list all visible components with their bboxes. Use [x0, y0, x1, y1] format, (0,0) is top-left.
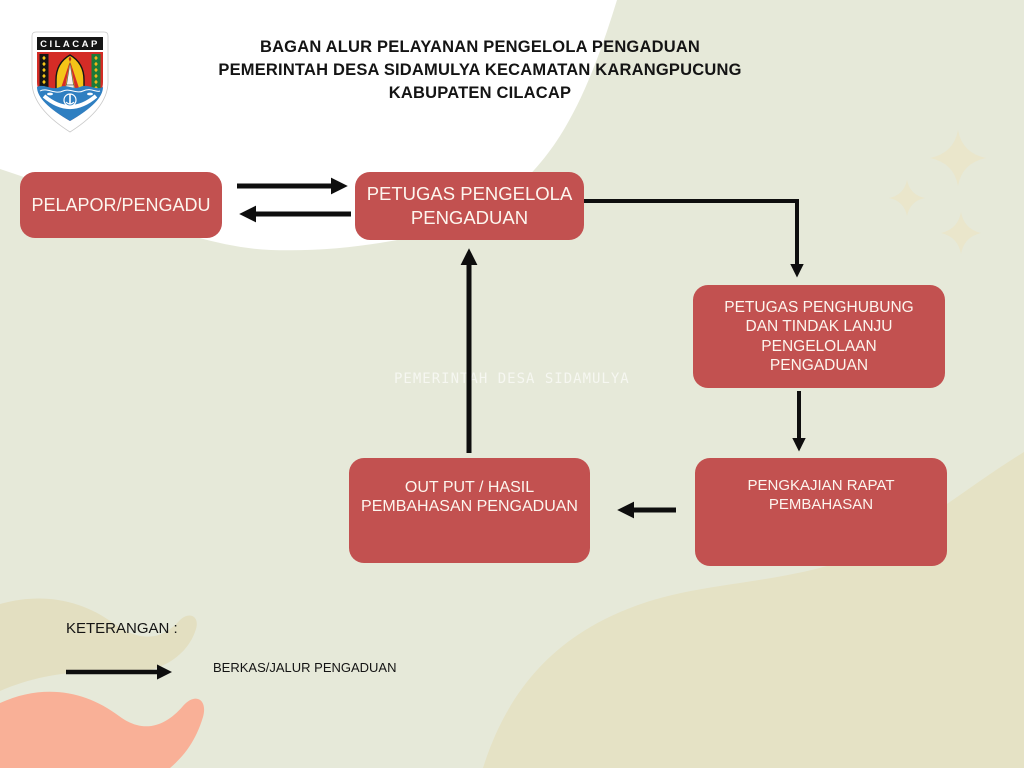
edge-pengelola-to-penghubung-arrow [584, 199, 804, 278]
flow-node-output: OUT PUT / HASIL PEMBAHASAN PENGADUAN [349, 458, 590, 563]
seal-banner-text: CILACAP [40, 39, 100, 50]
flow-node-pengkajian: PENGKAJIAN RAPAT PEMBAHASAN [695, 458, 947, 566]
seal-wave-line [39, 89, 101, 93]
flow-node-label: PETUGAS PENGHUBUNG [724, 298, 914, 316]
page-title: BAGAN ALUR PELAYANAN PENGELOLA PENGADUAN… [150, 36, 810, 105]
title-line-2: PEMERINTAH DESA SIDAMULYA KECAMATAN KARA… [218, 61, 742, 79]
title-line-3: KABUPATEN CILACAP [388, 84, 572, 102]
background-cream-blob [483, 452, 1024, 768]
cilacap-seal-logo: CILACAP [31, 31, 109, 133]
background-peach-ribbon [0, 691, 205, 768]
flow-node-petugas-penghubung: PETUGAS PENGHUBUNG DAN TINDAK LANJU PENG… [693, 285, 945, 388]
sparkle-icon [930, 130, 986, 186]
seal-arc-banner [42, 94, 98, 109]
seal-ornament-curl [65, 101, 75, 105]
seal-ornament-bar [69, 94, 71, 104]
sparkle-icon [889, 180, 925, 216]
background-squiggle [0, 598, 197, 691]
flow-node-label: PEMBAHASAN [768, 496, 874, 513]
seal-banner [37, 37, 103, 50]
seal-fish-left [47, 92, 53, 96]
flow-node-label: PEMBAHASAN PENGADUAN [361, 498, 578, 515]
seal-star-top [68, 56, 72, 62]
flow-node-label: DAN TINDAK LANJU [745, 318, 893, 335]
flow-node-petugas-pengelola: PETUGAS PENGELOLA PENGADUAN [355, 172, 584, 240]
flow-node-pelapor: PELAPOR/PENGADU [20, 172, 222, 238]
flow-node-label: PENGADUAN [410, 207, 529, 228]
seal-ray-right [70, 61, 79, 88]
seal-fish-right [87, 92, 93, 96]
seal-left-stripe [39, 54, 49, 92]
flow-node-label: PENGKAJIAN RAPAT [747, 477, 895, 494]
flow-node-label: PETUGAS PENGELOLA [366, 183, 573, 204]
sparkle-icon [941, 212, 981, 254]
title-line-1: BAGAN ALUR PELAYANAN PENGELOLA PENGADUAN [259, 38, 701, 56]
legend-heading: KETERANGAN : [66, 620, 178, 637]
flow-node-label: PELAPOR/PENGADU [31, 195, 211, 215]
flow-node-label: PENGADUAN [769, 357, 869, 374]
seal-wheat [94, 55, 98, 91]
legend-item-label: BERKAS/JALUR PENGADUAN [213, 660, 397, 675]
flow-node-label: OUT PUT / HASIL [404, 479, 535, 496]
seal-ray-left [61, 61, 70, 88]
seal-right-stripe [91, 54, 101, 92]
flow-node-label: PENGELOLAAN [761, 337, 877, 355]
watermark-text: PEMERINTAH DESA SIDAMULYA [394, 371, 630, 387]
